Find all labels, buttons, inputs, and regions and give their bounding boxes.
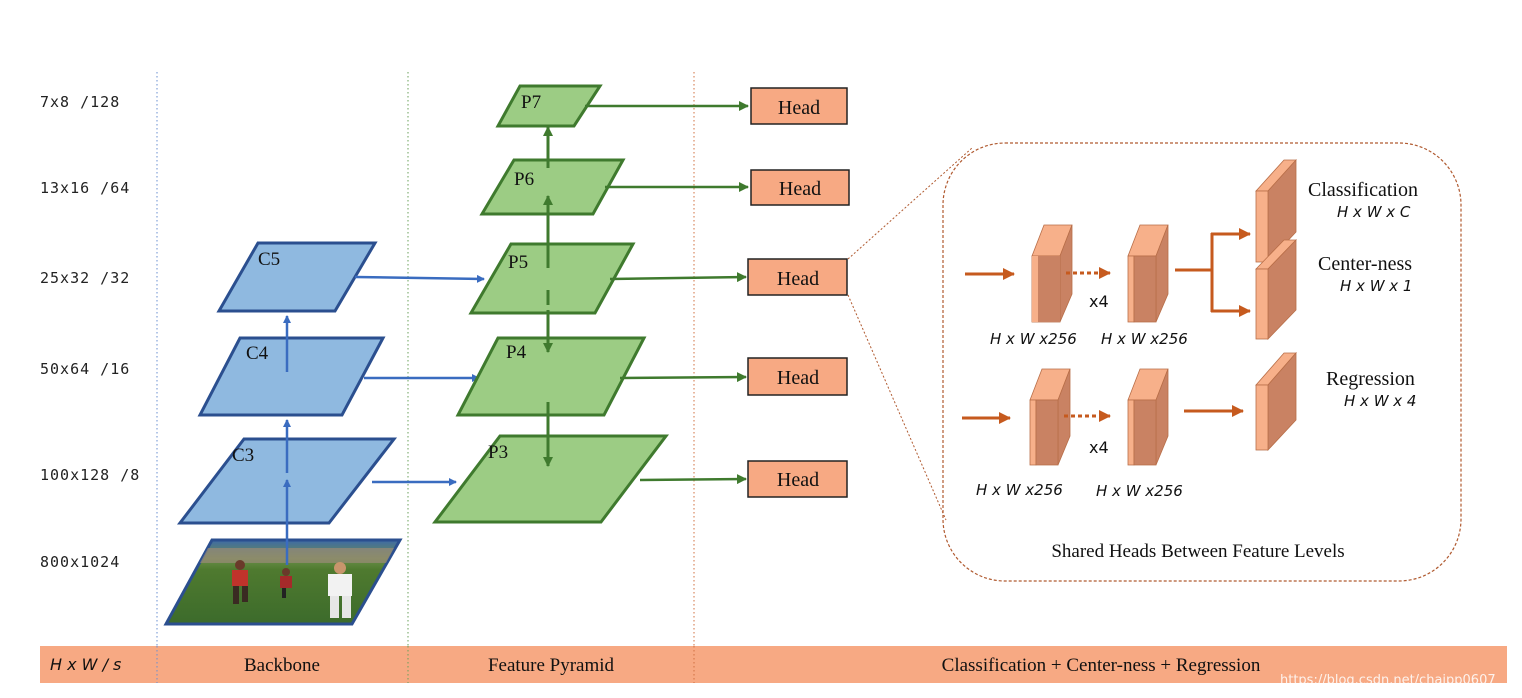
reg-x4-label: x4 <box>1089 438 1109 457</box>
arrow-p5-head <box>609 272 747 283</box>
backbone-c4: C4 <box>197 336 386 417</box>
p3-label: P3 <box>488 442 508 463</box>
bar-label-hws: H x W / s <box>50 655 121 674</box>
pyramid-p5: P5 <box>468 242 636 315</box>
cls-dim-2: H x W x256 <box>1101 330 1188 348</box>
cls-conv-block-1 <box>1031 224 1073 323</box>
head-p6-label: Head <box>779 178 821 200</box>
shared-head-panel <box>942 142 1462 582</box>
c5-label: C5 <box>258 249 280 270</box>
head-p3-label: Head <box>777 469 819 491</box>
arrow-c5-p5 <box>354 274 485 283</box>
pyramid-p6: P6 <box>479 158 626 216</box>
cls-dim-1: H x W x256 <box>990 330 1077 348</box>
pyramid-p4: P4 <box>455 336 647 417</box>
pyramid-p7: P7 <box>495 84 603 128</box>
cls-output-block <box>1255 158 1297 264</box>
p6-label: P6 <box>514 169 534 190</box>
players-figure <box>232 560 352 618</box>
reg-dim-2: H x W x256 <box>1096 482 1183 500</box>
reg-dim-1: H x W x256 <box>976 481 1063 499</box>
head-p5: Head <box>747 258 848 296</box>
centerness-title: Center-ness <box>1318 253 1412 275</box>
arrow-p3-head <box>639 474 747 485</box>
cls-conv-block-2 <box>1127 224 1169 323</box>
bar-label-pyramid: Feature Pyramid <box>488 655 615 676</box>
pyramid-p3: P3 <box>431 434 670 524</box>
reg-conv-block-2 <box>1127 368 1169 466</box>
ctr-output-block <box>1255 239 1297 340</box>
head-p7-label: Head <box>778 97 820 119</box>
size-label-p7: 7x8 /128 <box>40 93 120 111</box>
input-image <box>163 538 403 626</box>
p4-label: P4 <box>506 342 527 363</box>
p7-label: P7 <box>521 92 541 113</box>
size-label-p5: 25x32 /32 <box>40 269 130 287</box>
backbone-c5: C5 <box>216 241 378 313</box>
regression-dim: H x W x 4 <box>1344 392 1416 410</box>
bottom-bar <box>40 646 1507 683</box>
c3-label: C3 <box>232 445 254 466</box>
cls-x4-label: x4 <box>1089 292 1109 311</box>
head-p6: Head <box>750 169 850 206</box>
arrow-p4-head <box>619 372 747 383</box>
zoom-line-bottom <box>847 294 947 521</box>
head-p7: Head <box>750 87 848 125</box>
reg-output-block <box>1255 351 1297 452</box>
c4-label: C4 <box>246 343 269 364</box>
size-label-p4: 50x64 /16 <box>40 360 130 378</box>
head-p4-label: Head <box>777 367 819 389</box>
head-p3: Head <box>747 460 848 498</box>
watermark: https://blog.csdn.net/chaipp0607 <box>1280 673 1496 688</box>
head-p5-label: Head <box>777 268 819 290</box>
p5-label: P5 <box>508 252 528 273</box>
regression-title: Regression <box>1326 368 1415 390</box>
bar-label-backbone: Backbone <box>244 655 320 676</box>
shared-heads-caption: Shared Heads Between Feature Levels <box>1051 541 1344 562</box>
size-label-input: 800x1024 <box>40 553 120 571</box>
head-p4: Head <box>747 357 848 396</box>
classification-dim: H x W x C <box>1337 203 1411 221</box>
size-label-p3: 100x128 /8 <box>40 466 140 484</box>
zoom-line-top <box>847 147 973 260</box>
size-label-p6: 13x16 /64 <box>40 179 130 197</box>
centerness-dim: H x W x 1 <box>1340 277 1412 295</box>
classification-title: Classification <box>1308 179 1418 201</box>
bar-label-cls-ctr-reg: Classification + Center-ness + Regressio… <box>942 655 1261 676</box>
